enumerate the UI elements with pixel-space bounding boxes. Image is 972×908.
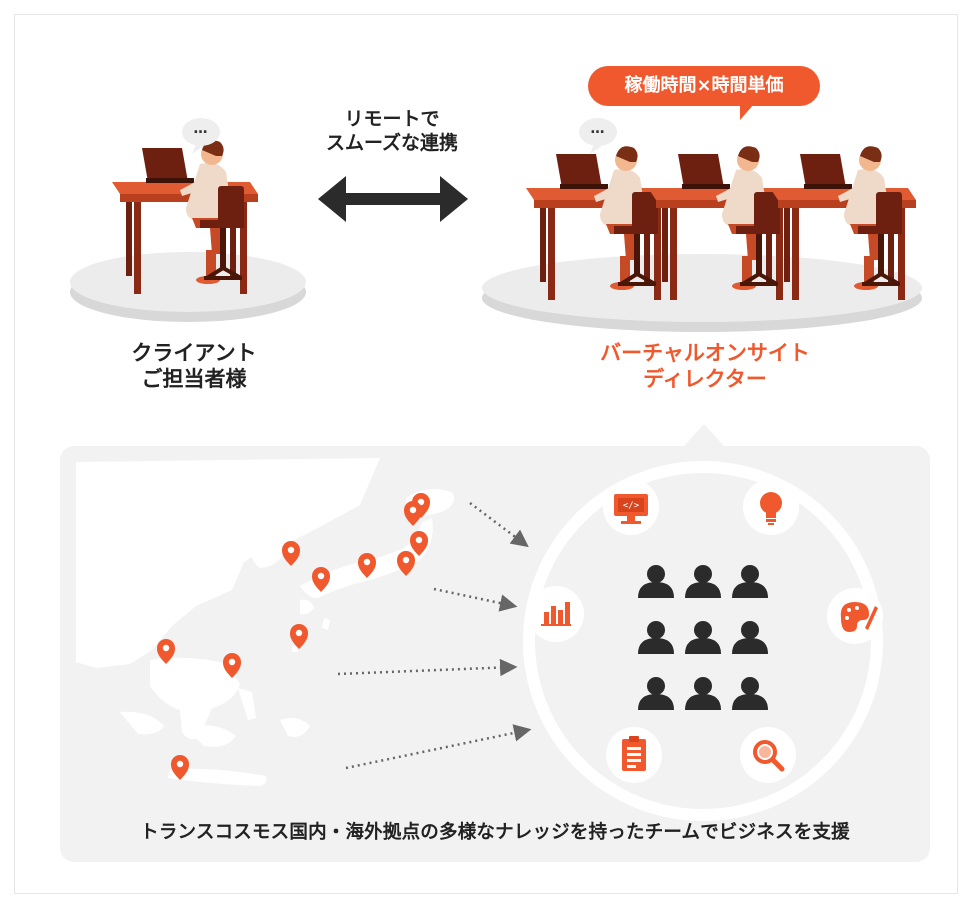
director-speech-dots: …: [590, 121, 606, 137]
director-speech-bubble: [579, 118, 617, 154]
client-platform: [70, 252, 306, 322]
flow-arrows: [337, 502, 532, 770]
link-label-line1: リモートで: [344, 108, 440, 130]
client-speech-dots: …: [193, 121, 209, 137]
client-label: クライアント ご担当者様: [94, 340, 294, 393]
document-icon: [606, 727, 662, 783]
lightbulb-icon: [743, 479, 799, 535]
link-label: リモートで スムーズな連携: [292, 108, 492, 156]
code-monitor-icon: </>: [603, 479, 659, 535]
client-speech-bubble: [182, 118, 220, 154]
bar-chart-icon: [528, 586, 584, 642]
search-icon: [740, 727, 796, 783]
rate-bubble: [588, 66, 820, 120]
team-members: [638, 565, 768, 710]
client-label-line2: ご担当者様: [141, 367, 247, 392]
rate-bubble-text: 稼働時間×時間単価: [624, 75, 784, 96]
bottom-caption: トランスコスモス国内・海外拠点の多様なナレッジを持ったチームでビジネスを支援: [140, 822, 850, 843]
team-ring: [523, 461, 883, 821]
director-platform: [482, 254, 922, 332]
client-label-line1: クライアント: [131, 341, 257, 365]
link-label-line2: スムーズな連携: [325, 131, 459, 154]
director-label-line2: ディレクター: [643, 367, 767, 392]
bidirectional-arrow: [318, 176, 468, 222]
palette-icon: [827, 588, 883, 644]
director-label-line1: バーチャルオンサイト: [600, 341, 810, 365]
svg-text:</>: </>: [623, 501, 640, 511]
director-label: バーチャルオンサイト ディレクター: [560, 340, 850, 393]
